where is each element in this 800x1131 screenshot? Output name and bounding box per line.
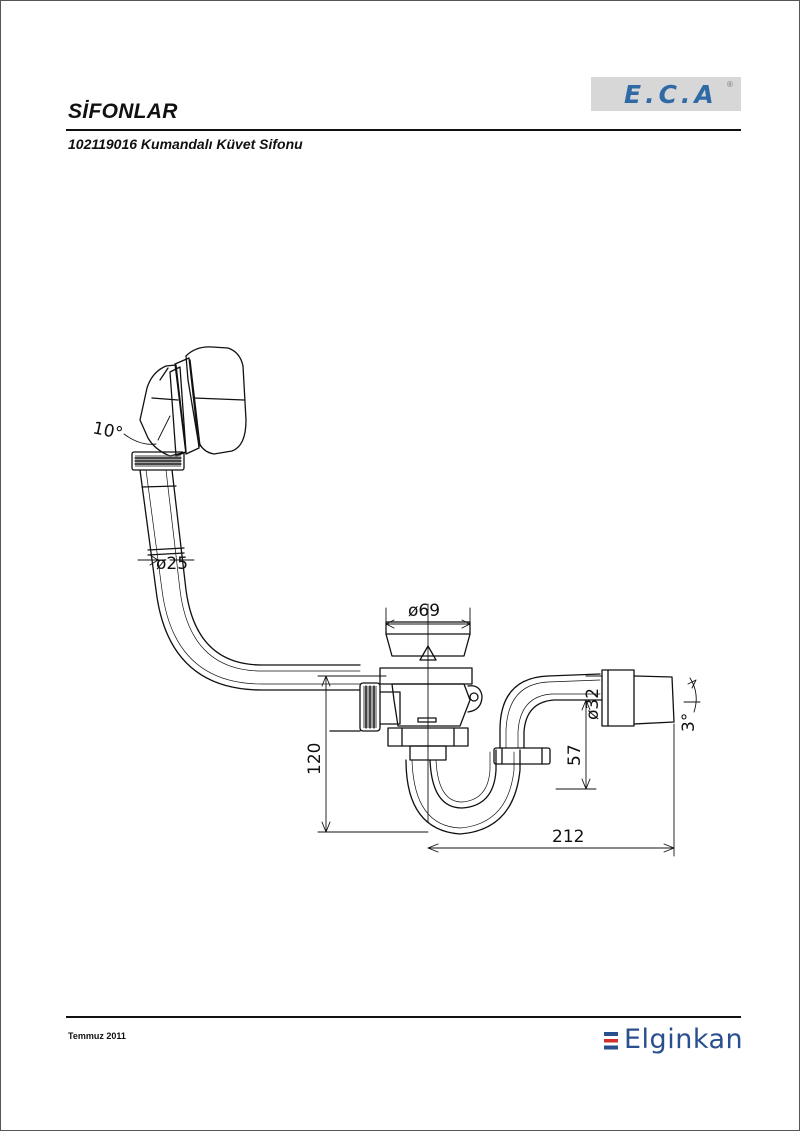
dim-pipe-diameter: ø25 <box>156 554 188 574</box>
dim-height-outlet: 57 <box>565 744 585 766</box>
overflow-pipe <box>139 469 361 691</box>
dim-outlet-diameter: ø32 <box>583 688 603 720</box>
eca-logo: E.C.A <box>624 80 718 109</box>
knurled-nut-upper <box>131 451 185 471</box>
dim-width-total: 212 <box>552 827 584 847</box>
document-date: Temmuz 2011 <box>68 1031 126 1041</box>
outlet-bend <box>499 673 603 749</box>
outlet-collar <box>493 747 551 765</box>
overflow-elbow <box>139 364 187 457</box>
elginkan-logo-icon <box>604 1032 618 1050</box>
registered-mark: ® <box>727 80 733 89</box>
product-subtitle: 102119016 Kumandalı Küvet Sifonu <box>68 136 303 152</box>
junction-connector <box>329 691 401 732</box>
eca-logo-box <box>591 77 741 111</box>
drain-body <box>379 621 483 761</box>
dim-height-total: 120 <box>305 743 325 775</box>
outlet-pipe <box>601 669 675 727</box>
knurled-nut-lower <box>359 682 381 732</box>
dim-angle-outlet: 3° <box>679 713 699 732</box>
footer-divider <box>66 1016 741 1018</box>
page-title: SİFONLAR <box>68 100 178 123</box>
u-trap <box>405 749 521 835</box>
header-divider <box>66 129 741 131</box>
dimension-lines <box>123 415 701 857</box>
dim-angle-overflow: 10° <box>91 418 125 444</box>
dim-drain-diameter: ø69 <box>408 601 440 621</box>
elginkan-brand: Elginkan <box>624 1024 744 1055</box>
overflow-head <box>169 346 247 457</box>
